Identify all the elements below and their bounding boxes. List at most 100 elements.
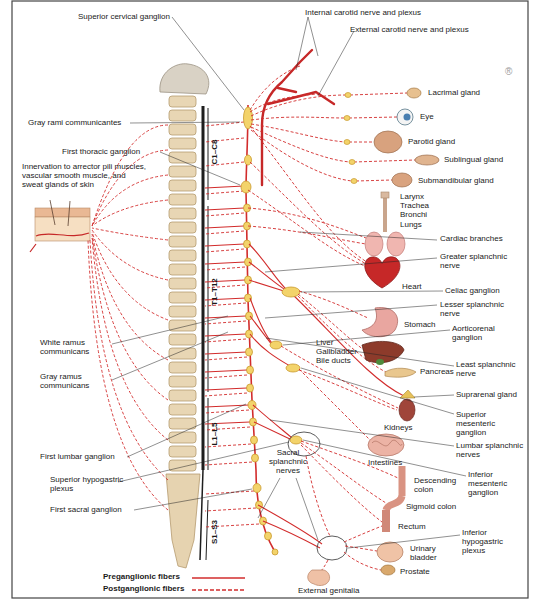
organ-label: Urinary bladder: [410, 544, 454, 562]
nerve-label: Lumbar splanchnic nerves: [456, 441, 526, 459]
organ-label: Parotid gland: [408, 137, 455, 146]
vertebral-column: [168, 95, 198, 473]
nerve-label: Lesser splanchnic nerve: [440, 300, 520, 318]
frame: [12, 1, 528, 598]
nerve-label: Internal carotid nerve and plexus: [305, 8, 421, 17]
plexus-label: Superior hypogastric plexus: [50, 475, 125, 493]
ganglion-impar: [272, 549, 278, 555]
skin-vessel: [30, 233, 89, 252]
gray-ramus: [205, 122, 259, 527]
descending-colon: [399, 466, 406, 496]
ganglion-label: Superior mesenteric ganglion: [456, 410, 526, 438]
legend-samples: [192, 578, 245, 590]
rectum: [382, 510, 390, 532]
ganglion-label: Celiac ganglion: [445, 286, 500, 295]
legend-text: Preganglionic fibers: [103, 573, 180, 582]
trachea: [383, 194, 387, 232]
nerve-label: Greater splanchnic nerve: [440, 252, 520, 270]
segment-label: C1–C8: [210, 140, 219, 165]
suprarenal-gland: [400, 390, 415, 398]
prostate: [381, 565, 395, 575]
intestinal-coil: [372, 440, 402, 446]
organ-label: Pancreas: [420, 367, 454, 376]
lacrimal-gland: [407, 88, 421, 98]
organ-label: Prostate: [400, 567, 430, 576]
nerve-label: External carotid nerve and plexus: [350, 25, 469, 34]
organ-label: Descending colon: [414, 476, 462, 494]
organ-label: Stomach: [404, 320, 436, 329]
nerve-label: Cardiac branches: [440, 234, 503, 243]
middle-cervical-ganglion: [245, 155, 252, 165]
legend-line-sample: [192, 589, 245, 590]
cephalic-postganglionic: [349, 93, 415, 181]
ganglion-label: First sacral ganglion: [50, 505, 122, 514]
chain-ganglion: [247, 384, 254, 392]
organ-label: Larynx Trachea Bronchi Lungs: [400, 192, 440, 229]
segment-bracket: [206, 108, 208, 560]
note-label: Innervation to arrector pili muscles, va…: [22, 162, 147, 190]
chain-ganglion: [251, 436, 258, 444]
leader-line: [112, 17, 466, 548]
sacrum: [166, 474, 200, 568]
organ-label: Intestines: [368, 458, 402, 467]
ganglion-label: Superior cervical ganglion: [60, 12, 170, 21]
ganglion-label: First thoracic ganglion: [62, 147, 140, 156]
organ-label: Suprarenal gland: [456, 390, 526, 399]
organ-label: Kidneys: [384, 423, 412, 432]
stomach: [362, 308, 398, 337]
external-genitalia: [308, 570, 330, 586]
legend-text: Postganglionic fibers: [103, 585, 184, 594]
watermark: ®: [505, 66, 512, 78]
cauda-equina: [200, 470, 203, 560]
gallbladder: [376, 359, 384, 365]
organ-label: Eye: [420, 112, 434, 121]
chain-ganglion: [265, 532, 272, 540]
organ-label: Liver Gallbladder Bile ducts: [316, 338, 362, 366]
inferior-mesenteric-ganglion: [290, 436, 302, 444]
nerve-label: Gray rami communicantes: [28, 118, 121, 127]
chain-ganglion: [250, 418, 257, 426]
chain-ganglion: [245, 258, 252, 266]
organ-label: Heart: [402, 282, 422, 291]
iris: [404, 114, 411, 121]
chain-ganglion: [246, 348, 253, 356]
splanchnic-nerve: [249, 244, 404, 548]
sublingual-gland: [415, 155, 439, 165]
cranial-ganglion: [344, 116, 350, 121]
ganglion-label: First lumbar ganglion: [40, 452, 115, 461]
cranial-ganglion: [349, 160, 355, 165]
skull-base: [160, 64, 209, 94]
first-sacral-ganglion: [253, 484, 261, 493]
legend-line-sample: [192, 577, 245, 578]
sigmoid-colon: [386, 496, 402, 510]
nerve-label: White ramus communicans: [40, 338, 115, 356]
celiac-ganglion: [282, 287, 300, 297]
aorticorenal-ganglion: [270, 341, 282, 349]
plexus-label: Inferior hypogastric plexus: [462, 528, 524, 556]
nerve-label: Least splanchnic nerve: [456, 360, 526, 378]
liver: [362, 341, 404, 362]
lung: [365, 232, 383, 256]
cranial-ganglion: [345, 93, 351, 98]
cranial-ganglion: [351, 179, 357, 184]
organ-label: External genitalia: [298, 586, 359, 595]
skin-dermis: [35, 217, 90, 241]
nerve-label: Sacral splanchnic nerves: [262, 448, 314, 476]
first-lumbar-ganglion: [248, 401, 256, 410]
chain-ganglion: [252, 454, 259, 462]
superior-cervical-ganglion: [244, 107, 253, 129]
white-ramus: [205, 186, 250, 424]
ganglion-label: Inferior mesenteric ganglion: [468, 470, 526, 498]
intestines: [368, 434, 404, 456]
thoracic-postganglionic: [248, 126, 370, 268]
visceral-postganglionic: [281, 291, 398, 572]
organ-label: Lacrimal gland: [428, 88, 480, 97]
segment-label: S1–S3: [210, 520, 219, 544]
ganglion-label: Aorticorenal ganglion: [452, 324, 524, 342]
segment-label: T1–T12: [210, 278, 219, 306]
pancreas: [385, 368, 416, 377]
lung: [387, 232, 405, 256]
kidney: [399, 399, 415, 421]
parotid-gland: [374, 131, 402, 153]
